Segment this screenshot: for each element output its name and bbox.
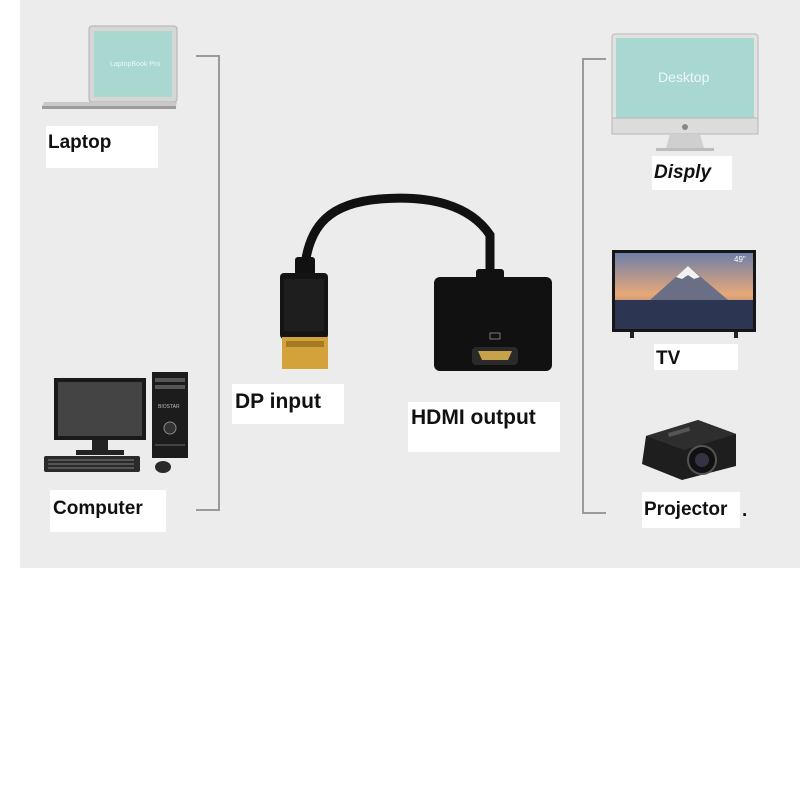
tv-label: TV [654, 344, 738, 370]
dp-input-label: DP input [232, 384, 344, 424]
desktop-computer-icon: BIOSTAR [44, 372, 188, 473]
tv-size: 49" [734, 255, 746, 264]
projector-label: Projector [642, 492, 740, 528]
monitor-screen-text: Desktop [658, 69, 710, 85]
tv-icon: 49" [612, 250, 756, 338]
pc-case-brand: BIOSTAR [158, 404, 180, 410]
laptop-screen-text: LaptopBook Pro [110, 61, 160, 68]
laptop-label: Laptop [46, 126, 158, 168]
display-label: Disply [652, 156, 732, 190]
computer-label: Computer [50, 490, 166, 532]
left-bracket [196, 55, 220, 511]
laptop-icon: LaptopBook Pro [42, 25, 178, 109]
hdmi-output-label: HDMI output [408, 402, 560, 452]
right-bracket [582, 58, 606, 514]
projector-icon [642, 420, 736, 480]
projector-dot: . [742, 500, 748, 521]
monitor-icon: Desktop [611, 33, 759, 151]
dp-to-hdmi-adapter-icon [280, 193, 552, 371]
